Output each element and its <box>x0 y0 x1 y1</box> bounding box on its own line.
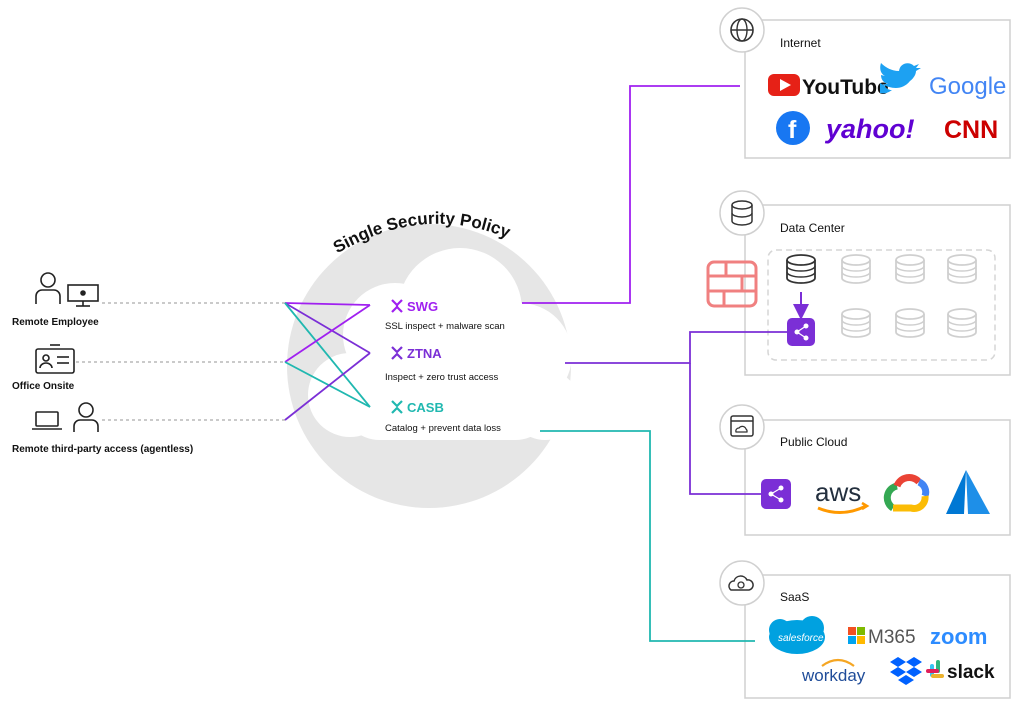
datacenter-panel <box>744 204 1011 376</box>
swg-service: SWG SSL inspect + malware scan <box>385 299 505 332</box>
svg-text:M365: M365 <box>868 627 916 648</box>
google-cloud-logo <box>883 474 930 512</box>
database-grid <box>786 254 977 338</box>
cloud-panel <box>744 419 1011 536</box>
svg-text:CASB: CASB <box>407 400 444 415</box>
svg-text:ZTNA: ZTNA <box>407 346 442 361</box>
dc-database <box>895 308 925 338</box>
saas-title: SaaS <box>780 590 809 604</box>
svg-text:aws: aws <box>815 477 861 507</box>
facebook-logo: f <box>776 111 810 145</box>
yahoo-logo: yahoo! <box>824 114 915 144</box>
youtube-logo: YouTube <box>768 74 889 99</box>
svg-text:workday: workday <box>801 666 866 685</box>
casb-icon <box>391 400 403 414</box>
third-party-icon <box>32 402 99 432</box>
svg-text:YouTube: YouTube <box>802 76 889 99</box>
database-icon <box>719 190 765 236</box>
dc-server-group <box>767 249 996 361</box>
swg-to-internet <box>522 85 740 304</box>
datacenter-title: Data Center <box>780 221 845 235</box>
svg-text:f: f <box>788 116 797 144</box>
dc-database <box>947 308 977 338</box>
svg-text:Inspect + zero trust access: Inspect + zero trust access <box>385 372 499 383</box>
gear-cloud-icon <box>719 560 765 606</box>
swg-icon <box>391 299 403 313</box>
browser-cloud-icon <box>719 404 765 450</box>
casb-service: CASB Catalog + prevent data loss <box>385 400 501 434</box>
remote-employee-label: Remote Employee <box>12 317 99 328</box>
dc-database-active <box>786 254 816 284</box>
ztna-to-cloud <box>689 363 761 495</box>
dc-database <box>895 254 925 284</box>
dc-database <box>947 254 977 284</box>
office-onsite-label: Office Onsite <box>12 381 75 392</box>
ztna-service: ZTNA Inspect + zero trust access <box>385 346 499 383</box>
dc-database <box>841 308 871 338</box>
routing-lines <box>284 302 371 421</box>
third-party-label: Remote third-party access (agentless) <box>12 444 193 455</box>
dc-connector-icon <box>787 318 815 346</box>
svg-text:Catalog + prevent data loss: Catalog + prevent data loss <box>385 423 501 434</box>
svg-text:SWG: SWG <box>407 299 438 314</box>
m365-logo: M365 <box>848 627 916 648</box>
aws-logo: aws <box>815 477 870 514</box>
slack-logo: slack <box>926 660 995 683</box>
twitter-logo <box>880 63 921 94</box>
remote-employee-icon <box>35 272 99 307</box>
ztna-icon <box>391 346 403 360</box>
svg-text:slack: slack <box>947 662 995 683</box>
globe-icon <box>719 7 765 53</box>
workday-logo: workday <box>801 658 866 685</box>
dropbox-logo <box>890 657 922 685</box>
cloud-connector-icon <box>761 479 791 509</box>
office-badge-icon <box>35 344 75 374</box>
azure-logo <box>946 470 990 514</box>
zoom-logo: zoom <box>930 624 987 649</box>
google-logo: Google <box>929 73 1006 100</box>
dc-database <box>841 254 871 284</box>
salesforce-logo: salesforce <box>769 616 825 654</box>
svg-text:salesforce: salesforce <box>778 633 824 644</box>
cloud-title: Public Cloud <box>780 435 847 449</box>
cnn-logo: CNN <box>944 116 998 144</box>
firewall-icon <box>706 260 758 308</box>
policy-cloud <box>308 248 580 440</box>
internet-title: Internet <box>780 36 821 50</box>
casb-to-saas <box>540 430 755 642</box>
svg-text:SSL inspect + malware scan: SSL inspect + malware scan <box>385 321 505 332</box>
ztna-to-datacenter <box>565 331 787 364</box>
